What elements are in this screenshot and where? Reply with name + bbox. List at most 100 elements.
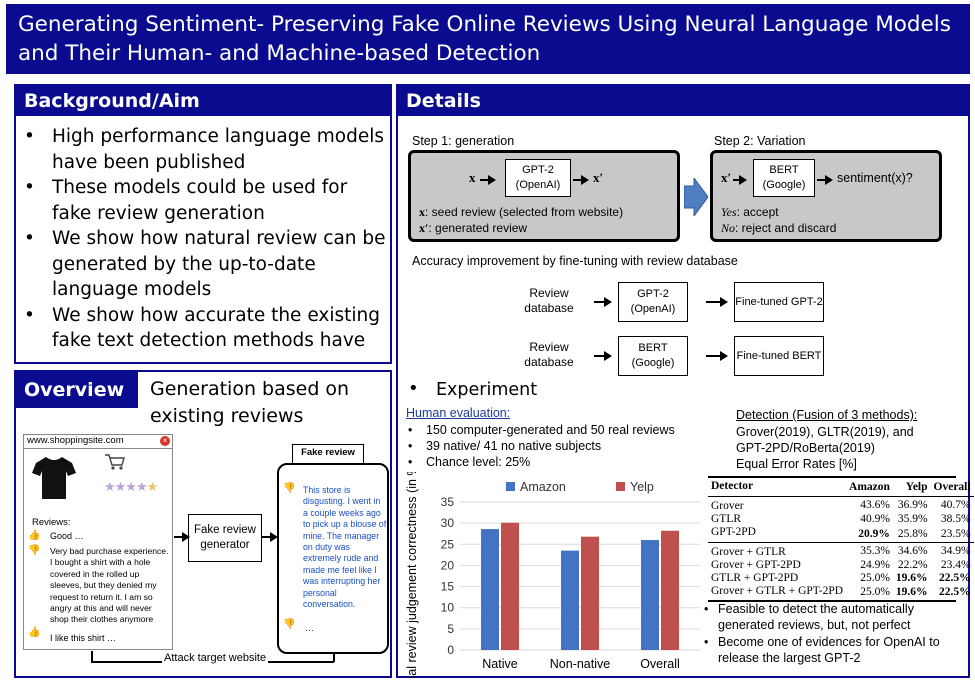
cart-icon[interactable] <box>104 453 126 471</box>
review-bad: Very bad purchase experience. I bought a… <box>50 546 169 625</box>
detection-desc: Grover(2019), GLTR(2019), and GPT-2PD/Ro… <box>736 424 914 472</box>
y-tick-label: 25 <box>441 537 455 551</box>
sentiment-label: sentiment(x)? <box>837 171 913 185</box>
x-tick-label: Non-native <box>550 657 610 671</box>
arrow <box>262 532 278 542</box>
legend-label: Yelp <box>630 480 654 494</box>
thumbs-down-icon: 👎 <box>283 483 296 494</box>
close-icon[interactable]: × <box>160 436 170 446</box>
gen-key: x′ <box>419 221 429 235</box>
legend-swatch <box>616 482 625 491</box>
finetuned-bert: Fine-tuned BERT <box>734 336 824 376</box>
legend-label: Amazon <box>520 480 566 494</box>
review-like: I like this shirt … <box>50 633 117 643</box>
human-eval-label: Human evaluation: <box>406 406 511 420</box>
x-prime-input: x′ <box>721 170 732 185</box>
bert-box: BERT (Google) <box>753 159 815 197</box>
pool-more: … <box>305 623 314 633</box>
background-header: Background/Aim <box>16 86 390 116</box>
background-panel: Background/Aim High performance language… <box>14 84 392 364</box>
y-axis-label: Real review judgement correctness (in %) <box>405 472 419 678</box>
legend-swatch <box>506 482 515 491</box>
fake-review-text: This store is disgusting. I went in a co… <box>303 485 387 610</box>
seed-desc: : seed review (selected from website) <box>425 205 624 219</box>
website-mockup: www.shoppingsite.com × ★★★★★ Reviews: 👍 … <box>23 434 173 650</box>
step2-box: x′ BERT (Google) sentiment(x)? Yes: acce… <box>710 150 942 242</box>
y-tick-label: 35 <box>441 495 455 509</box>
yes-desc: : accept <box>736 205 779 219</box>
bert-box-finetune: BERT (Google) <box>618 336 688 376</box>
review-good: Good … <box>50 531 84 541</box>
big-arrow-icon <box>684 178 708 216</box>
generated-line: x′: generated review <box>419 221 527 236</box>
background-bullets: High performance language models have be… <box>16 116 390 354</box>
yes-key: Yes <box>721 205 737 219</box>
seed-key: x <box>419 205 425 219</box>
fake-review-pool: 👎 This store is disgusting. I went in a … <box>277 463 389 654</box>
no-key: No <box>721 221 736 235</box>
y-tick-label: 0 <box>447 643 454 657</box>
background-bullet: These models could be used for fake revi… <box>16 175 390 226</box>
x-tick-label: Native <box>482 657 517 671</box>
review-db-2: Review database <box>524 340 574 369</box>
human-eval-list: •150 computer-generated and 50 real revi… <box>408 422 675 470</box>
background-bullet: High performance language models have be… <box>16 124 390 175</box>
reviews-label: Reviews: <box>32 517 71 528</box>
human-eval-item: •39 native/ 41 no native subjects <box>408 439 602 453</box>
site-url: www.shoppingsite.com <box>27 435 124 446</box>
table-header: Detector <box>711 480 754 492</box>
accuracy-label: Accuracy improvement by fine-tuning with… <box>412 254 738 268</box>
overview-header: Overview <box>16 372 138 408</box>
review-db-1: Review database <box>524 286 574 315</box>
background-bullet: We show how natural review can be genera… <box>16 226 390 303</box>
detection-line: GPT-2PD/RoBerta(2019) <box>736 441 875 455</box>
experiment-bullet: • <box>408 378 419 399</box>
bar-amazon <box>641 540 659 650</box>
no-line: No: reject and discard <box>721 221 836 236</box>
detection-title: Detection (Fusion of 3 methods): <box>736 408 918 422</box>
seed-line: x: seed review (selected from website) <box>419 205 623 220</box>
thumbs-down-icon: 👎 <box>283 619 296 630</box>
gpt2-box-finetune: GPT-2 (OpenAI) <box>618 282 688 322</box>
overview-panel: Overview Generation based on existing re… <box>14 370 392 678</box>
step2-label: Step 2: Variation <box>714 134 806 148</box>
step1-label: Step 1: generation <box>412 134 515 148</box>
details-header: Details <box>398 86 968 116</box>
step1-box: x GPT-2 (OpenAI) x′ x: seed review (sele… <box>408 150 680 242</box>
conclusion-item: •Become one of evidences for OpenAI to r… <box>704 635 940 665</box>
thumbs-up-icon: 👍 <box>28 530 41 541</box>
table-header: Amazon <box>849 480 890 493</box>
background-bullet: We show how accurate the existing fake t… <box>16 303 390 354</box>
x-prime-output: x′ <box>593 170 604 185</box>
y-tick-label: 20 <box>441 558 455 572</box>
rating-stars-icon: ★★★★★ <box>104 479 158 494</box>
bar-amazon <box>481 529 499 650</box>
bar-yelp <box>501 522 519 650</box>
detection-line: Grover(2019), GLTR(2019), and <box>736 425 914 439</box>
y-tick-label: 10 <box>441 601 455 615</box>
fake-review-generator: Fake review generator <box>188 514 262 562</box>
y-tick-label: 15 <box>441 580 455 594</box>
bar-amazon <box>561 550 579 650</box>
human-eval-item: •150 computer-generated and 50 real revi… <box>408 423 675 437</box>
x-input: x <box>469 170 476 185</box>
human-eval-item: •Chance level: 25% <box>408 455 531 469</box>
y-tick-label: 30 <box>441 516 455 530</box>
arrow <box>174 532 190 542</box>
conclusion-item: •Feasible to detect the automatically ge… <box>704 602 914 632</box>
bar-yelp <box>581 536 599 650</box>
table-header: Overall <box>933 480 971 493</box>
thumbs-up-icon: 👍 <box>28 627 41 638</box>
x-tick-label: Overall <box>640 657 680 671</box>
tshirt-icon <box>32 457 76 499</box>
no-desc: : reject and discard <box>735 221 837 235</box>
overview-subtitle: Generation based on existing reviews <box>150 378 350 427</box>
